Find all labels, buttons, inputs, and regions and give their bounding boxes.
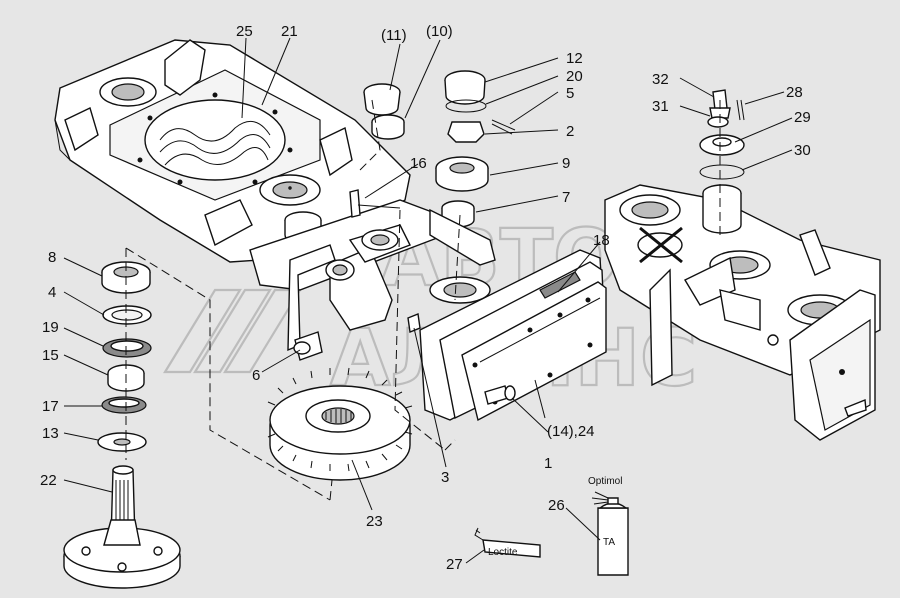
- callout-26: 26: [548, 497, 565, 514]
- callout-18: 18: [593, 232, 610, 249]
- washer-small: [707, 116, 729, 128]
- callout-9: 9: [562, 155, 570, 172]
- callout-32: 32: [652, 71, 669, 88]
- loctite-label: Loctite: [488, 547, 518, 558]
- callout-20: 20: [566, 68, 583, 85]
- callout-6: 6: [252, 367, 260, 384]
- spur-gear: [267, 367, 413, 481]
- cotter-pin: [491, 119, 516, 135]
- callout-15: 15: [42, 347, 59, 364]
- cross-mark-icon: [639, 226, 683, 264]
- right-frame: [604, 184, 881, 441]
- callout-30: 30: [794, 142, 811, 159]
- callout-2: 2: [566, 123, 574, 140]
- callout-10: (10): [426, 23, 453, 40]
- callouts: 25 21 (11) (10) 12 20 5 2 9 7 16 18 (14)…: [40, 23, 811, 573]
- o-ring: [445, 99, 487, 113]
- callout-13: 13: [42, 425, 59, 442]
- spring-pin: [736, 99, 745, 121]
- gearbox-cover: [461, 281, 607, 422]
- callout-16: 16: [410, 155, 427, 172]
- callout-14-24: (14),24: [547, 423, 595, 440]
- callout-7: 7: [562, 189, 570, 206]
- callout-1: 1: [544, 455, 552, 472]
- callout-19: 19: [42, 319, 59, 336]
- callout-21: 21: [281, 23, 298, 40]
- callout-17: 17: [42, 398, 59, 415]
- sealant-strip: [539, 271, 581, 299]
- main-frame: [54, 39, 446, 291]
- callout-12: 12: [566, 50, 583, 67]
- callout-25: 25: [236, 23, 253, 40]
- nut: [407, 313, 421, 333]
- ta-label: TA: [603, 537, 615, 548]
- plate-bolt-holes: [137, 92, 293, 185]
- callout-27: 27: [446, 556, 463, 573]
- leader-lines: [63, 37, 793, 564]
- gearbox-housing: [407, 249, 607, 422]
- watermark-logo: [163, 288, 302, 374]
- callout-4: 4: [48, 284, 56, 301]
- loctite-tube: Loctite: [474, 527, 541, 558]
- callout-23: 23: [366, 513, 383, 530]
- plate-opening: [144, 99, 286, 181]
- optimol-label: Optimol: [588, 476, 622, 487]
- callout-31: 31: [652, 98, 669, 115]
- o-ring-large: [699, 164, 745, 180]
- callout-5: 5: [566, 85, 574, 102]
- callout-3: 3: [441, 469, 449, 486]
- shaft-stack: [63, 261, 181, 589]
- castle-nut: [447, 121, 485, 143]
- callout-22: 22: [40, 472, 57, 489]
- callout-29: 29: [794, 109, 811, 126]
- grease-nipple: [349, 189, 361, 218]
- assembly-dash-lines: [125, 99, 721, 501]
- callout-8: 8: [48, 249, 56, 266]
- loose-parts-right: [699, 89, 745, 234]
- loose-parts-top: [288, 70, 516, 304]
- optimol-spray-can: Optimol TA: [588, 476, 629, 576]
- callout-28: 28: [786, 84, 803, 101]
- callout-11: (11): [381, 27, 407, 44]
- pivot-bracket: [287, 189, 411, 361]
